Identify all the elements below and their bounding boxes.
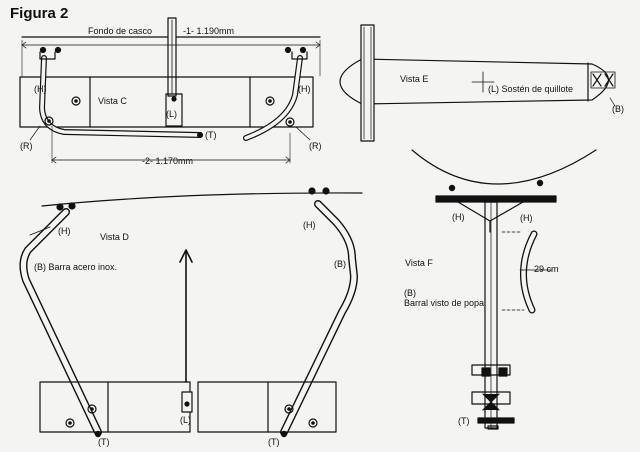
hull-section-curve [41,192,363,207]
rivet-d-1 [87,404,97,414]
hinge-right [291,51,308,60]
vista-f-part-b: (B) [404,288,416,298]
figure-title: Figura 2 [10,5,69,22]
hinge-left [39,51,56,60]
direction-arrow-head [179,249,193,263]
vista-f-label: Vista F [405,258,433,268]
rivet-left-lower [44,116,54,126]
keel-bolt-dot [171,96,177,102]
base-plate [477,417,515,424]
vista-d-label: Vista D [100,232,129,242]
vista-f-drawing [411,149,597,430]
hinge-left-bolt-a [39,46,47,54]
hull-arc [411,149,597,185]
rivet-d-2 [65,418,75,428]
hull-bottom-label: Fondo de casco [88,26,153,36]
rivet-d-4 [308,418,318,428]
hull-bolt-2 [68,202,76,210]
dimension-2-label: -2- 1.170mm [142,156,194,166]
vista-f-part-t: (T) [458,416,470,426]
rivet-right-lower [285,117,295,127]
ballast-right-block [197,381,337,433]
vista-c-part-l: (L) [166,109,177,119]
vista-d-part-t-right: (T) [268,437,280,447]
dimension-1-label: -1- 1.190mm [183,26,235,36]
keel-stem [360,24,375,142]
rivet-left-upper [71,96,81,106]
vista-d-drawing [19,187,363,438]
vista-d-part-l: (L) [180,415,191,425]
hull-bolt-1 [56,203,64,211]
keel-socket [165,93,183,127]
vista-c-part-r-right: (R) [309,141,322,151]
rivet-right-upper [265,96,275,106]
vista-d-part-b-right: (B) [334,259,346,269]
rivet-d-3 [284,404,294,414]
bar-end-left-dot [94,430,102,438]
vista-c-part-t: (T) [205,130,217,140]
hull-bolt-3 [308,187,316,195]
vista-e-part-b: (B) [612,104,624,114]
vista-d-part-h-right: (H) [303,220,316,230]
vista-d-part-t-left: (T) [98,437,110,447]
vista-e-label: Vista E [400,74,429,84]
crossbar [435,195,557,203]
hinge-left-bolt-b [54,46,62,54]
left-bar-inner [40,56,202,137]
right-long-bar-outer [280,200,358,436]
bar-end-t-dot [197,132,204,139]
hinge-right-bolt-b [299,46,307,54]
ballast-block-outline [19,76,314,128]
clamp-cross-marks [592,73,614,87]
left-long-bar-inner [20,209,101,435]
vista-c-label: Vista C [98,96,127,106]
vista-c-drawing [19,17,321,164]
keel-support-label: (L) Sostén de quillote [488,84,574,94]
vista-d-part-h-left: (H) [58,226,71,236]
vista-f-part-h-right: (H) [520,213,533,223]
radius-label: 29 cm [534,264,559,274]
keel-foil-outline [339,58,610,105]
right-long-bar-inner [281,201,357,435]
clamp-upper [471,364,511,376]
right-bar-inner [244,56,302,140]
vista-f-part-h-left: (H) [452,212,465,222]
vista-e-drawing [339,24,616,142]
bar-material-label: (B) Barra acero inox. [34,262,118,272]
brace-struts [457,201,524,222]
stern-rail-label: Barral visto de popa [404,298,485,308]
hull-bolt-4 [322,187,330,195]
ballast-left-block [39,381,191,433]
vista-c-part-h-right: (H) [298,84,311,94]
bar-end-right-dot [280,430,288,438]
vista-c-part-h-left: (H) [34,84,47,94]
hinge-right-bolt-a [284,46,292,54]
vista-c-part-r-left: (R) [20,141,33,151]
radius-arc-inner [521,231,537,313]
